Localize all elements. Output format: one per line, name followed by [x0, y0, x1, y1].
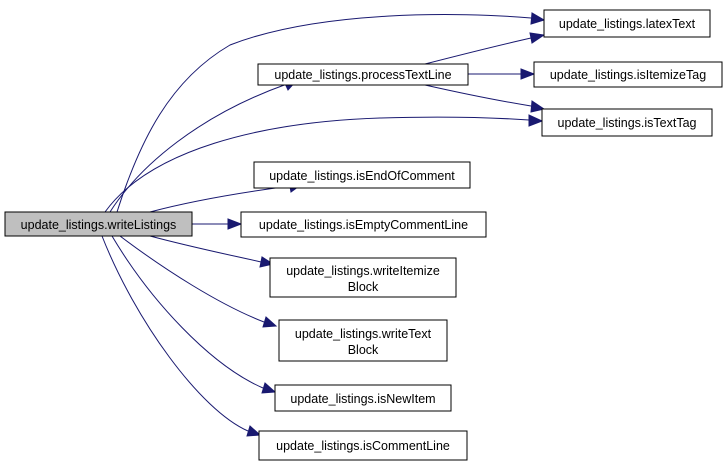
svg-text:update_listings.writeListings: update_listings.writeListings — [21, 218, 177, 232]
edge-writeListings-isNewItem — [111, 235, 277, 394]
edge-writeListings-isCommentLine — [101, 235, 262, 437]
edge-writeListings-isTextTag — [104, 114, 544, 213]
node-isCommentLine[interactable]: update_listings.isCommentLine — [258, 430, 468, 461]
edge-writeListings-writeItemizeBlock — [149, 235, 275, 268]
node-writeListings[interactable]: update_listings.writeListings — [4, 211, 193, 237]
node-writeTextBlock[interactable]: update_listings.writeText Block — [278, 319, 448, 362]
svg-text:update_listings.isTextTag: update_listings.isTextTag — [558, 116, 697, 130]
node-latexText[interactable]: update_listings.latexText — [543, 9, 711, 38]
svg-text:Block: Block — [348, 280, 379, 294]
edge-processTextLine-isTextTag — [424, 84, 546, 113]
edge-writeListings-processTextLine — [109, 78, 299, 213]
svg-text:update_listings.latexText: update_listings.latexText — [559, 17, 696, 31]
svg-text:update_listings.isNewItem: update_listings.isNewItem — [290, 392, 435, 406]
svg-text:update_listings.isEndOfComment: update_listings.isEndOfComment — [269, 169, 455, 183]
node-writeItemizeBlock[interactable]: update_listings.writeItemize Block — [269, 257, 457, 298]
svg-text:update_listings.writeText: update_listings.writeText — [295, 327, 432, 341]
node-isEndOfComment[interactable]: update_listings.isEndOfComment — [253, 161, 471, 189]
node-isEmptyCommentLine[interactable]: update_listings.isEmptyCommentLine — [240, 211, 487, 238]
node-isTextTag[interactable]: update_listings.isTextTag — [541, 108, 713, 137]
svg-text:update_listings.writeItemize: update_listings.writeItemize — [286, 264, 440, 278]
svg-text:update_listings.isEmptyComment: update_listings.isEmptyCommentLine — [259, 218, 468, 232]
edge-writeListings-latexText — [116, 12, 546, 213]
svg-text:update_listings.isCommentLine: update_listings.isCommentLine — [276, 439, 450, 453]
node-isItemizeTag[interactable]: update_listings.isItemizeTag — [533, 61, 723, 88]
edge-writeListings-writeTextBlock — [119, 235, 278, 328]
node-processTextLine[interactable]: update_listings.processTextLine — [257, 63, 469, 86]
edge-processTextLine-isItemizeTag — [468, 68, 536, 80]
svg-text:update_listings.processTextLin: update_listings.processTextLine — [274, 68, 451, 82]
svg-text:update_listings.isItemizeTag: update_listings.isItemizeTag — [550, 68, 706, 82]
svg-text:Block: Block — [348, 343, 379, 357]
edge-processTextLine-latexText — [424, 32, 546, 65]
edge-writeListings-isEmptyCommentLine — [192, 218, 243, 230]
node-isNewItem[interactable]: update_listings.isNewItem — [274, 384, 452, 412]
